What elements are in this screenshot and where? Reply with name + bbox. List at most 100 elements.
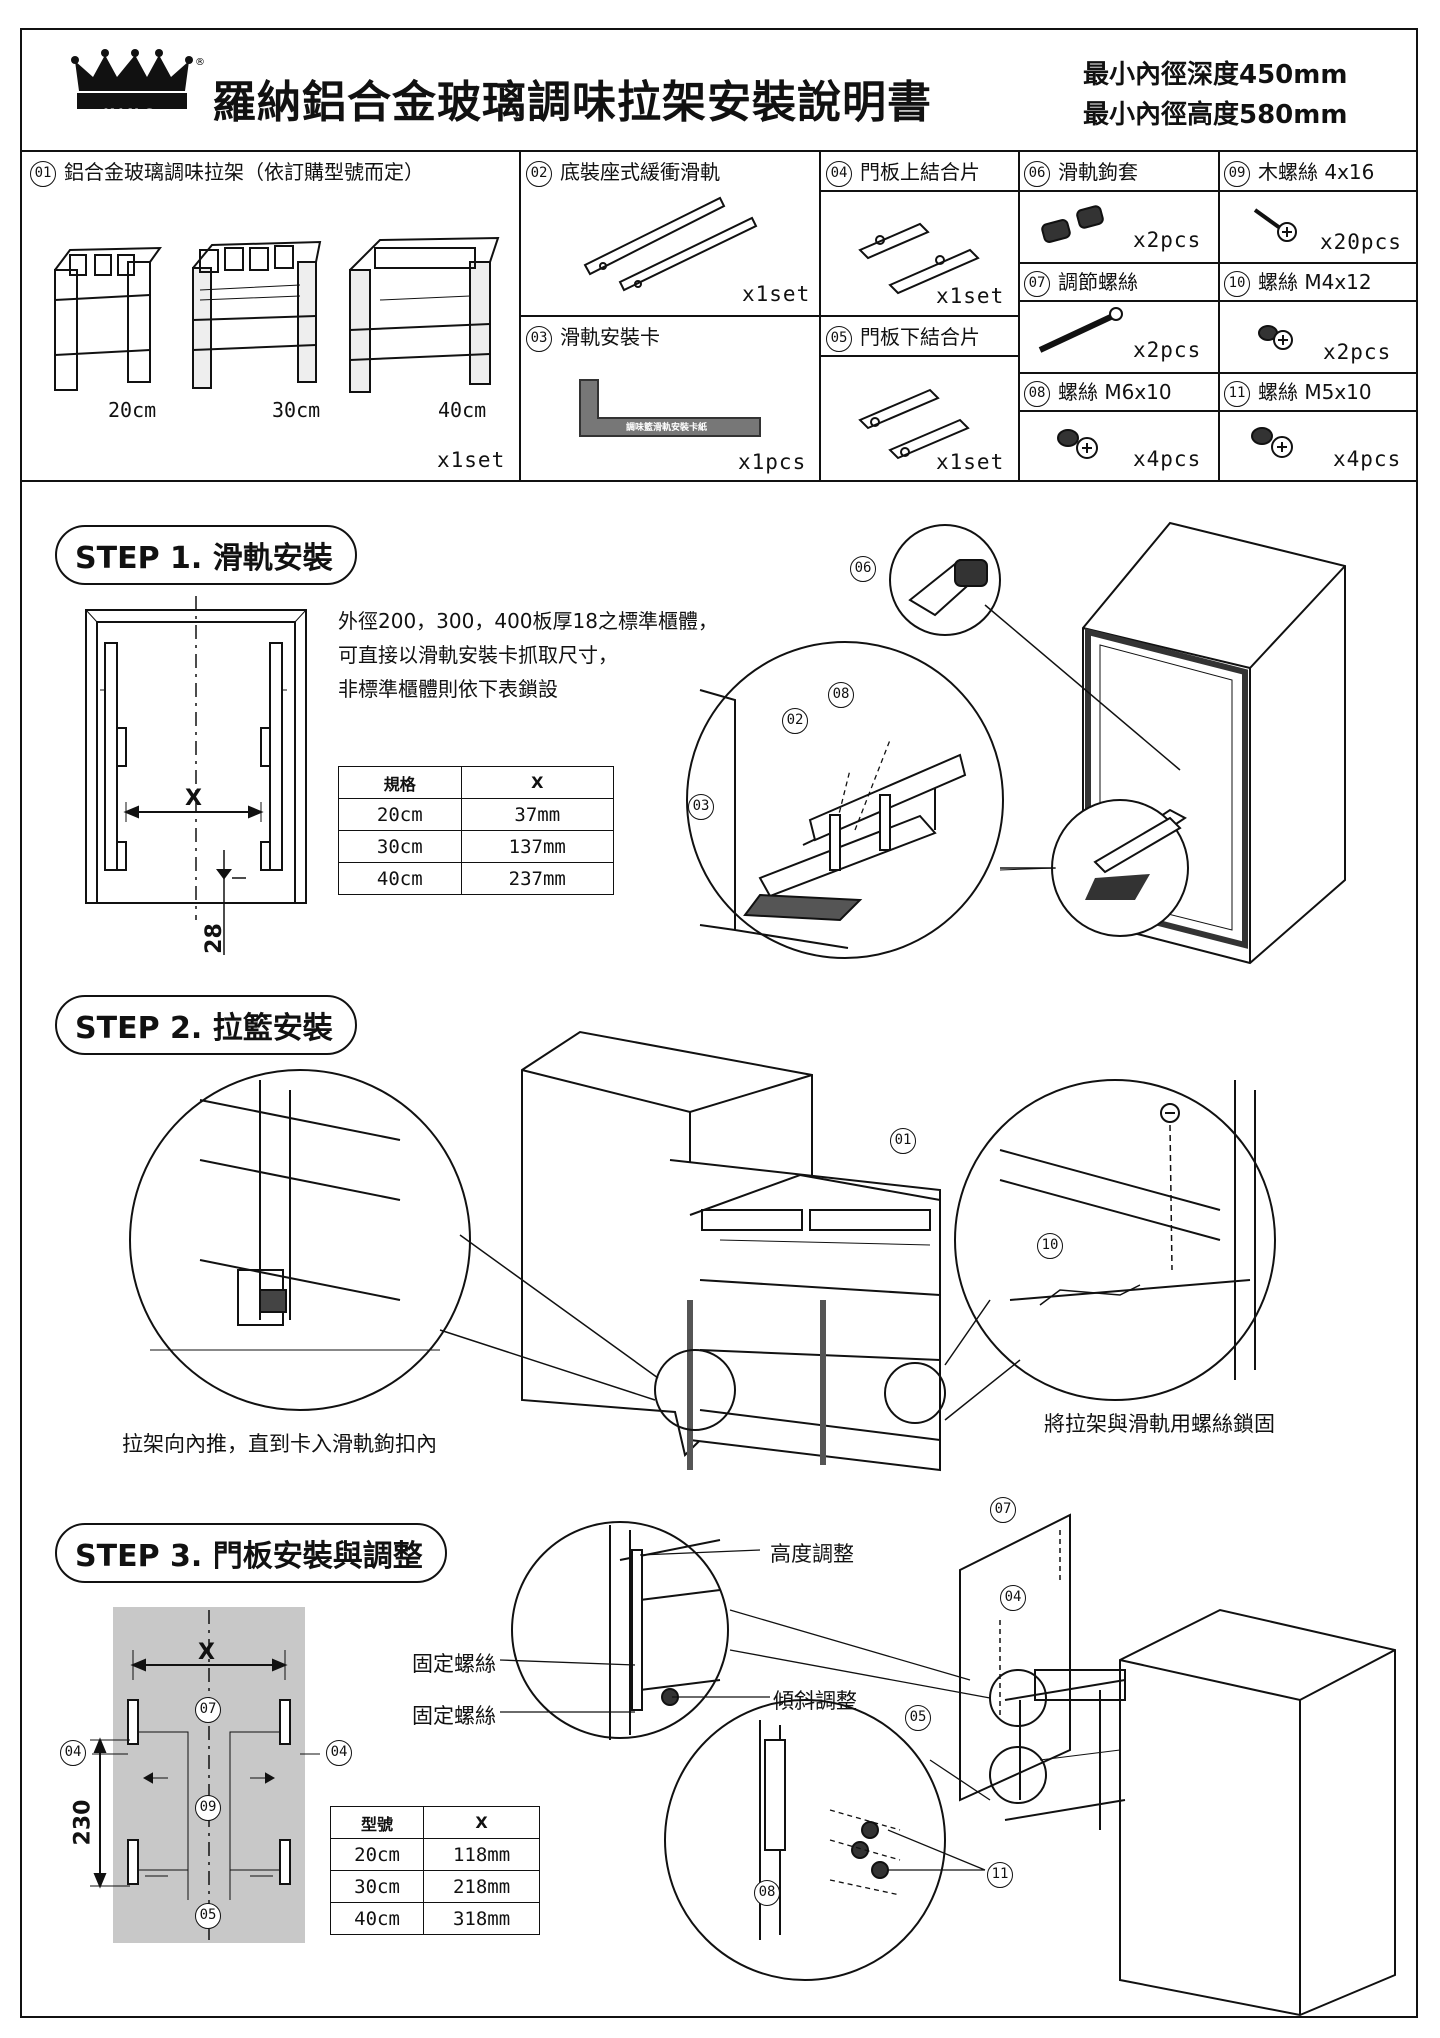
spec-depth: 最小內徑深度450mm: [1083, 60, 1348, 90]
plate-callout-07: 07: [195, 1697, 221, 1723]
callout-05: 05: [905, 1705, 931, 1731]
callout-07: 07: [990, 1497, 1016, 1523]
callout-08: 08: [828, 682, 854, 708]
upper-plate-illustration: [858, 222, 980, 295]
wood-screw-illustration: [1253, 208, 1297, 242]
size-30cm: 30cm: [272, 398, 321, 422]
brand-label: KING: [103, 107, 159, 123]
label-fix-screw-2: 固定螺絲: [412, 1704, 496, 1728]
divider: [1018, 372, 1418, 374]
step1-notes: 外徑200，300，400板厚18之標準櫃體， 可直接以滑軌安裝卡抓取尺寸， 非…: [338, 604, 718, 706]
mounting-card-text: 調味籃滑軌安裝卡紙: [626, 423, 708, 433]
label-height-adjust: 高度調整: [770, 1542, 854, 1566]
divider: [1018, 410, 1418, 412]
divider: [1018, 190, 1418, 192]
svg-text:®: ®: [195, 57, 205, 68]
label-fix-screw-1: 固定螺絲: [412, 1652, 496, 1676]
plate-callout-04-left: 04: [60, 1740, 86, 1766]
plate-callout-09: 09: [195, 1795, 221, 1821]
divider: [819, 190, 1019, 192]
divider: [1018, 150, 1020, 480]
part-08-qty: x4pcs: [1133, 447, 1202, 471]
adjust-screw-illustration: [1038, 307, 1123, 353]
divider: [1018, 262, 1418, 264]
hook-sleeve-illustration: [1041, 205, 1104, 243]
size-40cm: 40cm: [438, 398, 487, 422]
plate-callout-05: 05: [195, 1903, 221, 1929]
part-02-qty: x1set: [742, 282, 811, 306]
part-10-qty: x2pcs: [1323, 340, 1392, 364]
step2-title: STEP 2. 拉籃安裝: [55, 995, 357, 1055]
mounting-card-illustration: [579, 379, 761, 437]
table-header: X: [460, 766, 615, 799]
m6-screw-illustration: [1057, 429, 1098, 459]
rack-40cm-illustration: [349, 236, 500, 393]
callout-11: 11: [987, 1862, 1013, 1888]
part-01-qty: x1set: [437, 448, 506, 472]
rack-30cm-illustration: [192, 240, 322, 389]
table-header: X: [423, 1806, 540, 1839]
callout-03: 03: [688, 794, 714, 820]
label-tilt-adjust: 傾斜調整: [773, 1689, 857, 1713]
step2-caption-left: 拉架向內推，直到卡入滑軌鉤扣內: [122, 1432, 437, 1456]
plate-callout-04-right: 04: [326, 1740, 352, 1766]
callout-02: 02: [782, 708, 808, 734]
part-11-qty: x4pcs: [1333, 447, 1402, 471]
spec-height: 最小內徑高度580mm: [1083, 100, 1348, 130]
step1-note-1: 外徑200，300，400板厚18之標準櫃體，: [338, 609, 718, 633]
page-title: 羅納鋁合金玻璃調味拉架安裝說明書: [212, 77, 932, 128]
step3-title: STEP 3. 門板安裝與調整: [55, 1523, 447, 1583]
rack-20cm-illustration: [54, 246, 162, 391]
part-03-qty: x1pcs: [738, 450, 807, 474]
divider: [1218, 150, 1220, 480]
part-04-qty: x1set: [936, 284, 1005, 308]
step1-dim-x: X: [185, 786, 202, 811]
part-09-qty: x20pcs: [1320, 230, 1402, 254]
parts-illustrations: [54, 196, 1297, 460]
crown-logo: ®: [71, 49, 205, 109]
callout-04: 04: [1000, 1585, 1026, 1611]
divider: [519, 315, 819, 317]
step1-note-2: 可直接以滑軌安裝卡抓取尺寸，: [338, 643, 618, 667]
callout-06: 06: [850, 556, 876, 582]
step1-note-3: 非標準櫃體則依下表鎖設: [338, 677, 558, 701]
divider: [819, 355, 1019, 357]
divider: [1018, 300, 1418, 302]
divider: [20, 150, 1418, 152]
size-20cm: 20cm: [108, 398, 157, 422]
part-07-qty: x2pcs: [1133, 338, 1202, 362]
part-06-qty: x2pcs: [1133, 228, 1202, 252]
divider: [20, 480, 1418, 482]
slide-rail-illustration: [583, 196, 758, 292]
step1-title: STEP 1. 滑軌安裝: [55, 525, 357, 585]
page-frame: [20, 28, 1418, 2018]
callout-01: 01: [890, 1128, 916, 1154]
callout-10: 10: [1037, 1233, 1063, 1259]
table-header: 型號: [329, 1806, 425, 1839]
callout-08-step3: 08: [754, 1880, 780, 1906]
divider: [819, 315, 1019, 317]
m4-screw-illustration: [1258, 325, 1293, 350]
lower-plate-illustration: [858, 388, 970, 460]
m5-screw-illustration: [1251, 427, 1293, 458]
